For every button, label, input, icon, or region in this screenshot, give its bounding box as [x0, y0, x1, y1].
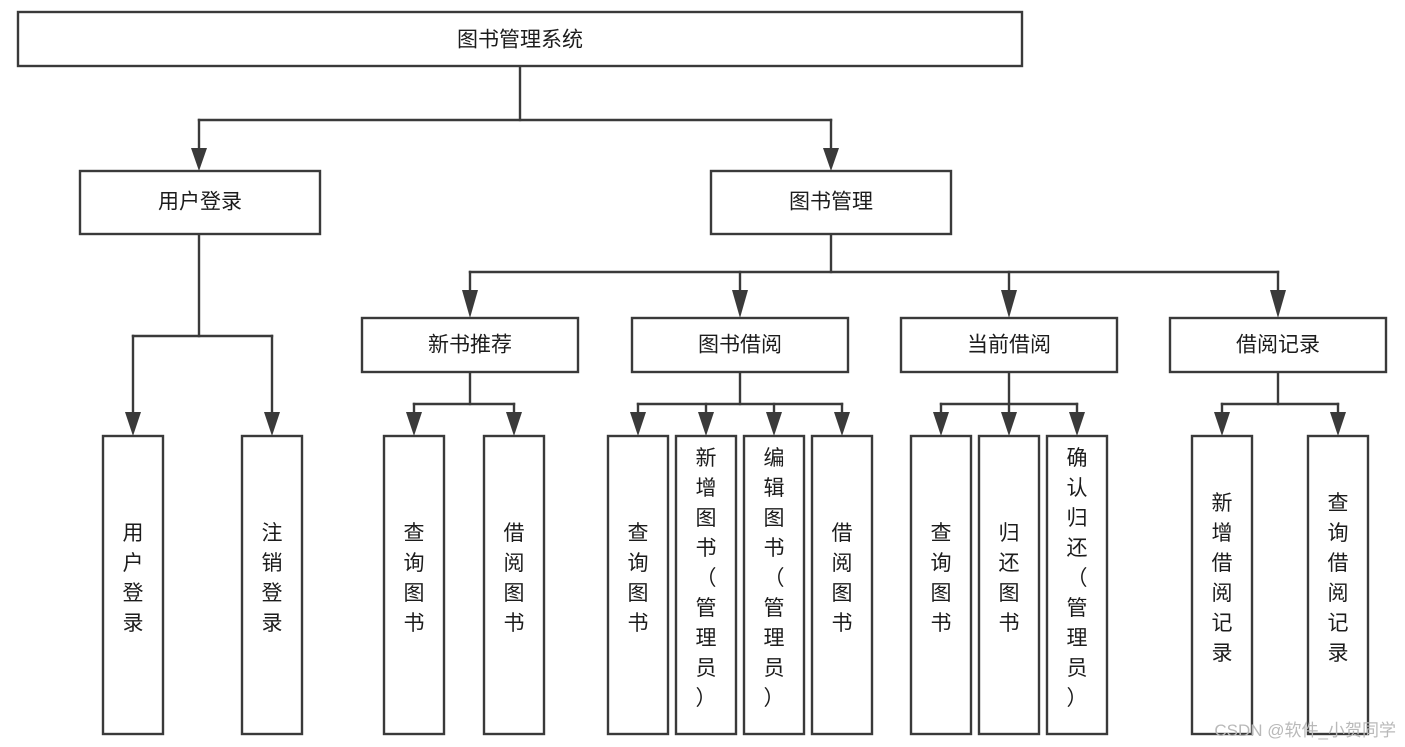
leaf-node-borrow-book-2[interactable]: 借阅图书 — [810, 434, 874, 736]
leaf-node-borrow-book-2-label: 借阅图书 — [832, 522, 853, 635]
leaf-node-logout-box[interactable] — [240, 434, 304, 736]
node-new-book-recommend[interactable]: 新书推荐 — [360, 316, 580, 374]
node-new-book-recommend-label: 新书推荐 — [428, 334, 512, 357]
arrowhead-borrowrecord — [1270, 290, 1286, 318]
leaf-node-add-borrow-record[interactable]: 新增借阅记录 — [1190, 434, 1254, 736]
leaf-node-user-login-box[interactable] — [101, 434, 165, 736]
leaf-node-query-book-3-box[interactable] — [909, 434, 973, 736]
leaf-node-borrow-book-1-label: 借阅图书 — [504, 522, 525, 635]
leaf-node-add-borrow-record-box[interactable] — [1190, 434, 1254, 736]
leaf-node-add-borrow-record-label: 新增借阅记录 — [1212, 492, 1233, 665]
leaf-node-query-book-1-box[interactable] — [382, 434, 446, 736]
leaf-node-borrow-book-2-box[interactable] — [810, 434, 874, 736]
arrowhead-leaf-logout — [264, 412, 280, 436]
node-book-borrow-label: 图书借阅 — [698, 334, 782, 357]
node-root-box[interactable] — [16, 10, 1024, 68]
leaf-node-edit-book-admin-box[interactable] — [742, 434, 806, 736]
arrowhead-borrowbook-leaf-2 — [698, 412, 714, 436]
leaf-node-add-book-admin-label: 新增图书（管理员） — [696, 447, 717, 710]
arrowhead-borrowrecord-leaf-2 — [1330, 412, 1346, 436]
leaf-node-query-book-2-label: 查询图书 — [628, 522, 649, 635]
node-book-management-label: 图书管理 — [789, 191, 873, 214]
leaf-node-query-borrow-record-label: 查询借阅记录 — [1328, 492, 1349, 665]
node-current-borrow-box[interactable] — [899, 316, 1119, 374]
leaf-node-return-book[interactable]: 归还图书 — [977, 434, 1041, 736]
leaf-node-edit-book-admin[interactable]: 编辑图书（管理员） — [742, 434, 806, 736]
arrowhead-leaf-user-login — [125, 412, 141, 436]
leaf-node-confirm-return-admin-label: 确认归还（管理员） — [1067, 447, 1088, 710]
leaf-node-logout-label: 注销登录 — [262, 522, 283, 635]
arrowhead-borrowrecord-leaf-1 — [1214, 412, 1230, 436]
arrowhead-borrowbook-leaf-3 — [766, 412, 782, 436]
node-user-login-box[interactable] — [78, 169, 322, 236]
leaf-node-add-book-admin-box[interactable] — [674, 434, 738, 736]
node-new-book-recommend-box[interactable] — [360, 316, 580, 374]
arrowhead-bookmgmt — [823, 148, 839, 171]
leaf-node-query-book-2[interactable]: 查询图书 — [606, 434, 670, 736]
leaf-node-edit-book-admin-label: 编辑图书（管理员） — [764, 447, 785, 710]
node-book-borrow[interactable]: 图书借阅 — [630, 316, 850, 374]
arrowhead-currentborrow-leaf-3 — [1069, 412, 1085, 436]
leaf-node-user-login[interactable]: 用户登录 — [101, 434, 165, 736]
leaf-node-return-book-label: 归还图书 — [999, 522, 1020, 635]
arrowhead-borrowbook-leaf-1 — [630, 412, 646, 436]
arrowhead-borrowbook-leaf-4 — [834, 412, 850, 436]
node-book-management-box[interactable] — [709, 169, 953, 236]
leaf-node-query-book-3[interactable]: 查询图书 — [909, 434, 973, 736]
node-root-label: 图书管理系统 — [457, 29, 583, 52]
arrowhead-newbook-leaf-1 — [406, 412, 422, 436]
node-user-login-label: 用户登录 — [158, 191, 242, 214]
node-book-borrow-box[interactable] — [630, 316, 850, 374]
arrowhead-newbook — [462, 290, 478, 318]
leaf-node-query-book-1[interactable]: 查询图书 — [382, 434, 446, 736]
leaf-node-query-book-3-label: 查询图书 — [931, 522, 952, 635]
node-user-login[interactable]: 用户登录 — [78, 169, 322, 236]
leaf-node-user-login-label: 用户登录 — [123, 522, 144, 635]
leaf-node-borrow-book-1[interactable]: 借阅图书 — [482, 434, 546, 736]
leaf-node-query-book-1-label: 查询图书 — [404, 522, 425, 635]
leaf-node-query-borrow-record-box[interactable] — [1306, 434, 1370, 736]
node-root[interactable]: 图书管理系统 — [16, 10, 1024, 68]
leaf-node-query-borrow-record[interactable]: 查询借阅记录 — [1306, 434, 1370, 736]
leaf-node-add-book-admin[interactable]: 新增图书（管理员） — [674, 434, 738, 736]
leaf-node-return-book-box[interactable] — [977, 434, 1041, 736]
node-current-borrow[interactable]: 当前借阅 — [899, 316, 1119, 374]
csdn-watermark: CSDN @软件_小贺同学 — [1214, 721, 1396, 740]
leaf-node-borrow-book-1-box[interactable] — [482, 434, 546, 736]
arrowhead-userlogin — [191, 148, 207, 171]
node-borrow-record[interactable]: 借阅记录 — [1168, 316, 1388, 374]
arrowhead-currentborrow-leaf-2 — [1001, 412, 1017, 436]
arrowhead-borrowbook — [732, 290, 748, 318]
leaf-node-confirm-return-admin[interactable]: 确认归还（管理员） — [1045, 434, 1109, 736]
node-borrow-record-box[interactable] — [1168, 316, 1388, 374]
leaf-node-query-book-2-box[interactable] — [606, 434, 670, 736]
arrowhead-currentborrow-leaf-1 — [933, 412, 949, 436]
node-book-management[interactable]: 图书管理 — [709, 169, 953, 236]
arrowhead-currentborrow — [1001, 290, 1017, 318]
connector-layer — [125, 64, 1346, 436]
node-current-borrow-label: 当前借阅 — [967, 334, 1051, 357]
arrowhead-newbook-leaf-2 — [506, 412, 522, 436]
node-borrow-record-label: 借阅记录 — [1236, 334, 1320, 357]
leaf-node-confirm-return-admin-box[interactable] — [1045, 434, 1109, 736]
leaf-node-logout[interactable]: 注销登录 — [240, 434, 304, 736]
